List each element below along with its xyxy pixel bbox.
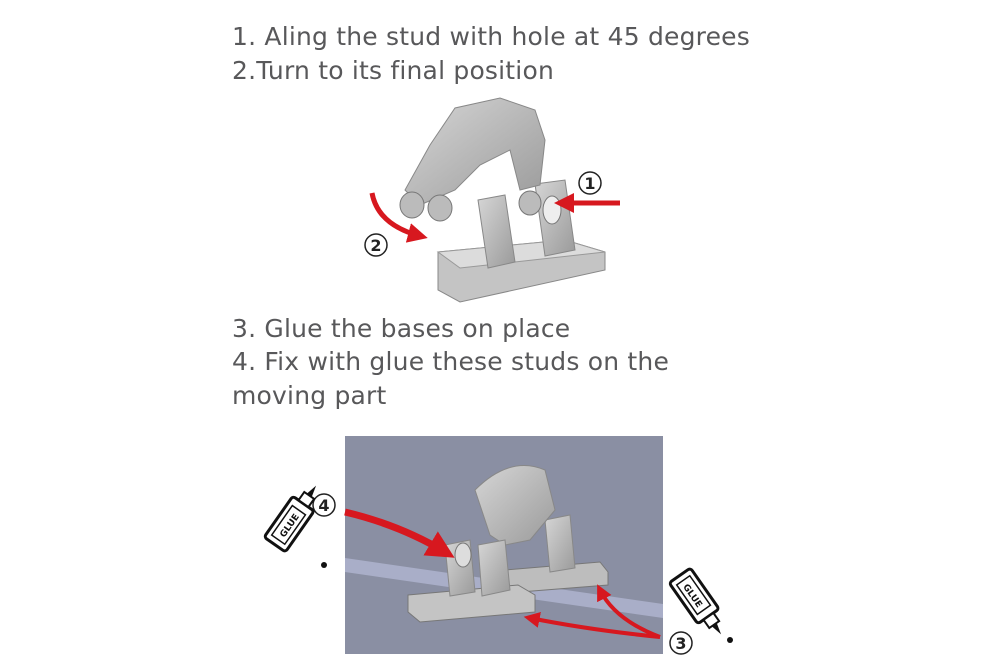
callout-2 <box>364 233 388 257</box>
arrow-step-2 <box>369 192 428 243</box>
moving-arm <box>404 97 546 206</box>
instruction-step-1: 1. Aling the stud with hole at 45 degree… <box>232 22 750 51</box>
base-left <box>407 584 536 623</box>
glue-bottle-icon: GLUE <box>263 485 317 553</box>
hinge-assembly-figure-2: 4 3 GLUE GLUE <box>263 436 733 655</box>
arrow-step-3-right <box>597 584 661 639</box>
svg-text:4: 4 <box>318 496 329 515</box>
glue-bottle-icon-2: GLUE <box>668 567 722 635</box>
hinge-assembly-figure-1: 1 2 <box>364 97 620 303</box>
stud-hole <box>542 195 562 225</box>
callout-1 <box>578 171 602 195</box>
stud-support-left <box>477 194 516 269</box>
svg-text:3: 3 <box>675 634 686 653</box>
arrow-step-4 <box>344 508 455 558</box>
callout-3 <box>669 631 693 655</box>
instruction-step-4: 4. Fix with glue these studs on the <box>232 347 670 376</box>
moving-arm-2 <box>474 465 556 546</box>
svg-text:2: 2 <box>370 236 381 255</box>
callout-4 <box>312 493 336 517</box>
instruction-step-2: 2.Turn to its final position <box>232 56 554 85</box>
arrow-step-3-left <box>523 612 661 639</box>
instruction-step-4-continued: moving part <box>232 381 387 410</box>
instruction-step-3: 3. Glue the bases on place <box>232 314 571 343</box>
svg-text:1: 1 <box>584 174 595 193</box>
